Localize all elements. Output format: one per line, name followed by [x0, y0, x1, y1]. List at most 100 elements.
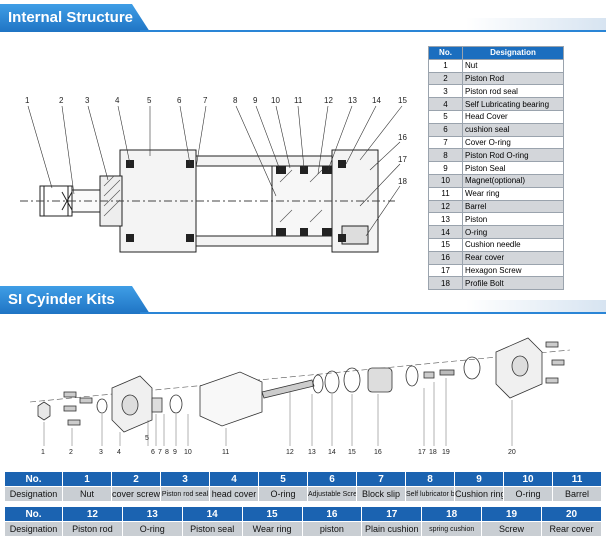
- kit-part-name: Screw: [481, 521, 542, 537]
- part-number: 11: [428, 186, 463, 201]
- part-name: Piston Rod: [462, 71, 564, 86]
- kit-part-name: Cushion ring: [454, 486, 504, 502]
- section-title: Internal Structure: [8, 9, 134, 26]
- part-number: 16: [428, 250, 463, 265]
- kit-part-number: 19: [481, 506, 542, 522]
- part-number: 14: [428, 225, 463, 239]
- callout-label: 5: [147, 96, 152, 105]
- kit-part-name: Rear cover: [541, 521, 602, 537]
- kit-part-name: Wear ring: [241, 521, 303, 537]
- part-number: 5: [428, 109, 463, 124]
- part-number: 6: [428, 122, 463, 137]
- part-name: Cover O-ring: [462, 135, 564, 150]
- part-number: 18: [428, 276, 463, 291]
- part-number: 3: [428, 84, 463, 99]
- part-name: Wear ring: [462, 186, 564, 201]
- part-number: 10: [428, 173, 463, 188]
- part-name: Magnet(optional): [462, 173, 564, 188]
- callout-label: 11: [294, 96, 303, 105]
- part-number: 2: [428, 71, 463, 86]
- callout-label: 4: [115, 96, 120, 105]
- part-name: Cushion needle: [462, 237, 564, 252]
- kit-part-number: 18: [421, 506, 483, 522]
- no-label: No.: [4, 471, 63, 487]
- part-name: cushion seal: [462, 122, 564, 137]
- kit-part-number: 10: [503, 471, 553, 487]
- callout-label: 12: [324, 96, 333, 105]
- callout-label: 7: [203, 96, 208, 105]
- section-banner-cylinder-kits: SI Cyinder Kits: [0, 286, 150, 314]
- kit-part-number: 4: [209, 471, 259, 487]
- column-header: Designation: [462, 46, 564, 60]
- part-name: Piston Seal: [462, 161, 564, 175]
- callout-label: 18: [398, 177, 407, 186]
- part-number: 13: [428, 212, 463, 227]
- kit-part-number: 13: [121, 506, 183, 522]
- kit-part-name: Piston rod: [62, 521, 123, 537]
- part-number: 15: [428, 237, 463, 252]
- part-number: 1: [428, 58, 463, 73]
- part-name: Piston rod seal: [462, 84, 564, 99]
- kit-part-name: O-ring: [121, 521, 183, 537]
- part-number: 7: [428, 135, 463, 150]
- part-name: Profile Bolt: [462, 276, 564, 291]
- part-name: Self Lubricating bearing: [462, 97, 564, 111]
- divider: [140, 30, 606, 32]
- callout-label: 13: [348, 96, 357, 105]
- kit-part-number: 17: [361, 506, 423, 522]
- kit-part-number: 15: [241, 506, 303, 522]
- part-name: Barrel: [462, 199, 564, 214]
- kit-part-number: 6: [307, 471, 357, 487]
- callout-label: 14: [372, 96, 381, 105]
- part-number: 8: [428, 148, 463, 163]
- designation-label: Designation: [4, 486, 63, 502]
- divider: [466, 300, 606, 312]
- kit-part-number: 9: [454, 471, 504, 487]
- kit-part-number: 5: [258, 471, 308, 487]
- designation-label: Designation: [4, 521, 63, 537]
- divider: [140, 312, 606, 314]
- kit-part-number: 16: [301, 506, 363, 522]
- kit-part-number: 11: [552, 471, 602, 487]
- kit-part-name: Plain cushion: [361, 521, 423, 537]
- callout-label: 2: [59, 96, 64, 105]
- kit-part-number: 1: [62, 471, 112, 487]
- kit-part-name: Barrel: [552, 486, 602, 502]
- kit-part-name: cover screw: [111, 486, 161, 502]
- kit-part-number: 7: [356, 471, 406, 487]
- part-name: O-ring: [462, 225, 564, 239]
- kit-part-number: 20: [541, 506, 602, 522]
- callout-label: 16: [398, 133, 407, 142]
- kit-part-number: 3: [160, 471, 210, 487]
- kit-part-number: 2: [111, 471, 161, 487]
- kit-part-name: Nut: [62, 486, 112, 502]
- part-name: Hexagon Screw: [462, 263, 564, 278]
- part-name: Piston Rod O-ring: [462, 148, 564, 163]
- kit-part-name: Piston seal: [181, 521, 243, 537]
- callout-label: 17: [398, 155, 407, 164]
- callout-label: 1: [25, 96, 30, 105]
- callout-label: 3: [85, 96, 90, 105]
- callout-label: 9: [253, 96, 258, 105]
- divider: [466, 18, 606, 30]
- callout-label: 6: [177, 96, 182, 105]
- part-name: Rear cover: [462, 250, 564, 265]
- callout-label: 8: [233, 96, 238, 105]
